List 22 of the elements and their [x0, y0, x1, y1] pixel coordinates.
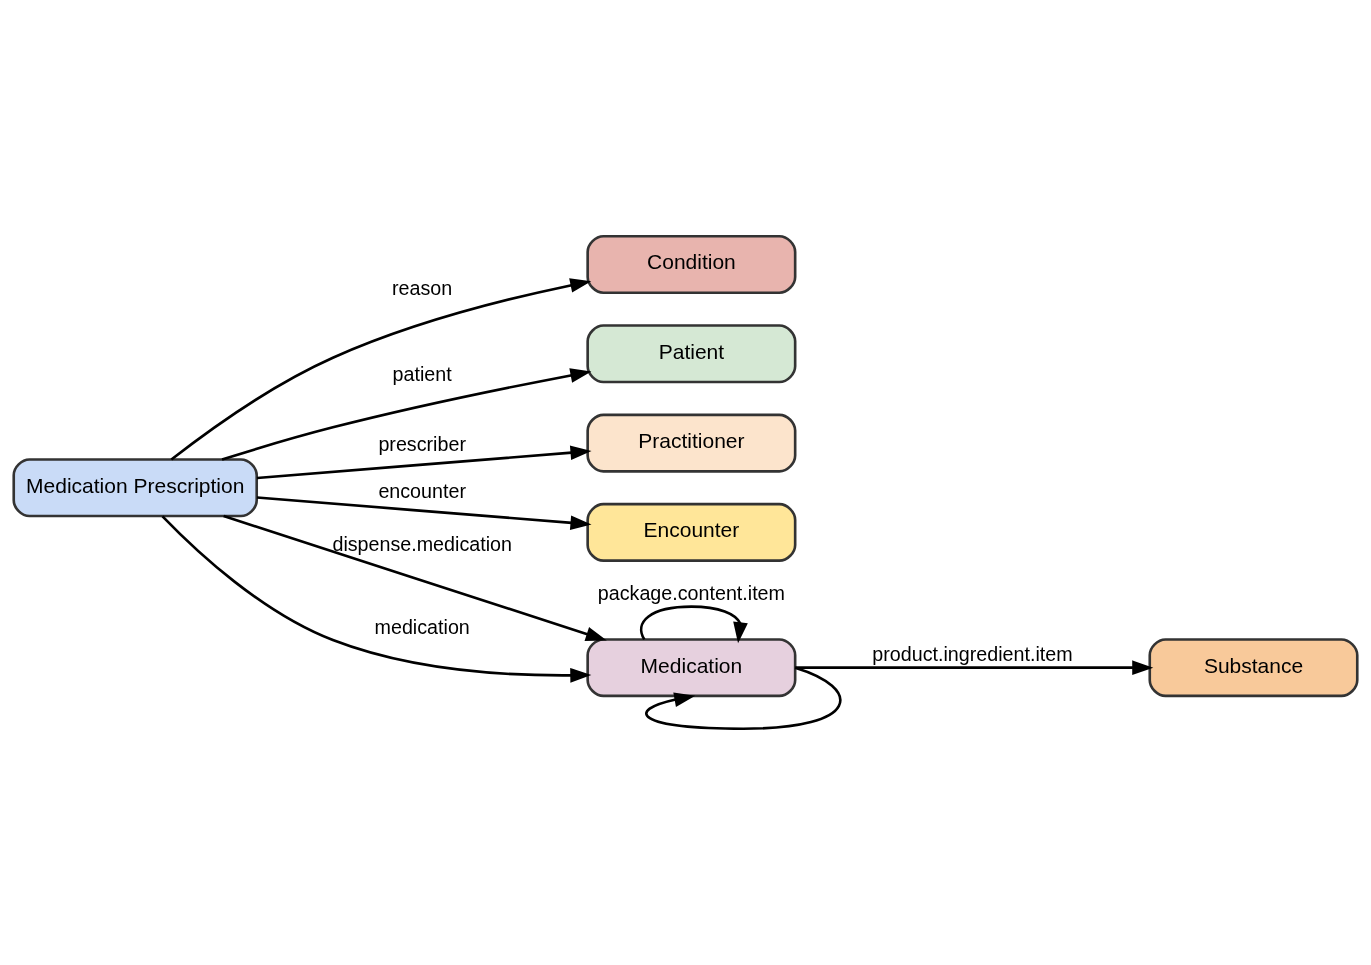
edge-label: product.ingredient.item — [872, 643, 1073, 666]
arrow — [223, 514, 607, 642]
arrow — [795, 660, 1154, 676]
edge-label: patient — [392, 363, 452, 386]
node-box: Medication Prescription — [12, 458, 258, 518]
arrow — [256, 445, 592, 480]
node-box: Encounter — [586, 502, 797, 562]
arrow — [161, 515, 592, 683]
edge-label: package.content.item — [597, 582, 785, 605]
node-box: Substance — [1148, 638, 1359, 698]
node-box: Medication — [586, 638, 797, 698]
edge-label: dispense.medication — [332, 532, 512, 555]
arrow — [170, 278, 592, 461]
arrow — [221, 368, 592, 461]
edge-label: reason — [392, 276, 453, 299]
edge-label: medication — [374, 615, 470, 638]
edge-label: encounter — [378, 480, 466, 503]
node-box: Patient — [586, 324, 797, 384]
node-box: Condition — [586, 234, 797, 295]
edge-label: prescriber — [378, 432, 466, 455]
node-box: Practitioner — [586, 413, 797, 473]
arrow — [256, 496, 592, 531]
